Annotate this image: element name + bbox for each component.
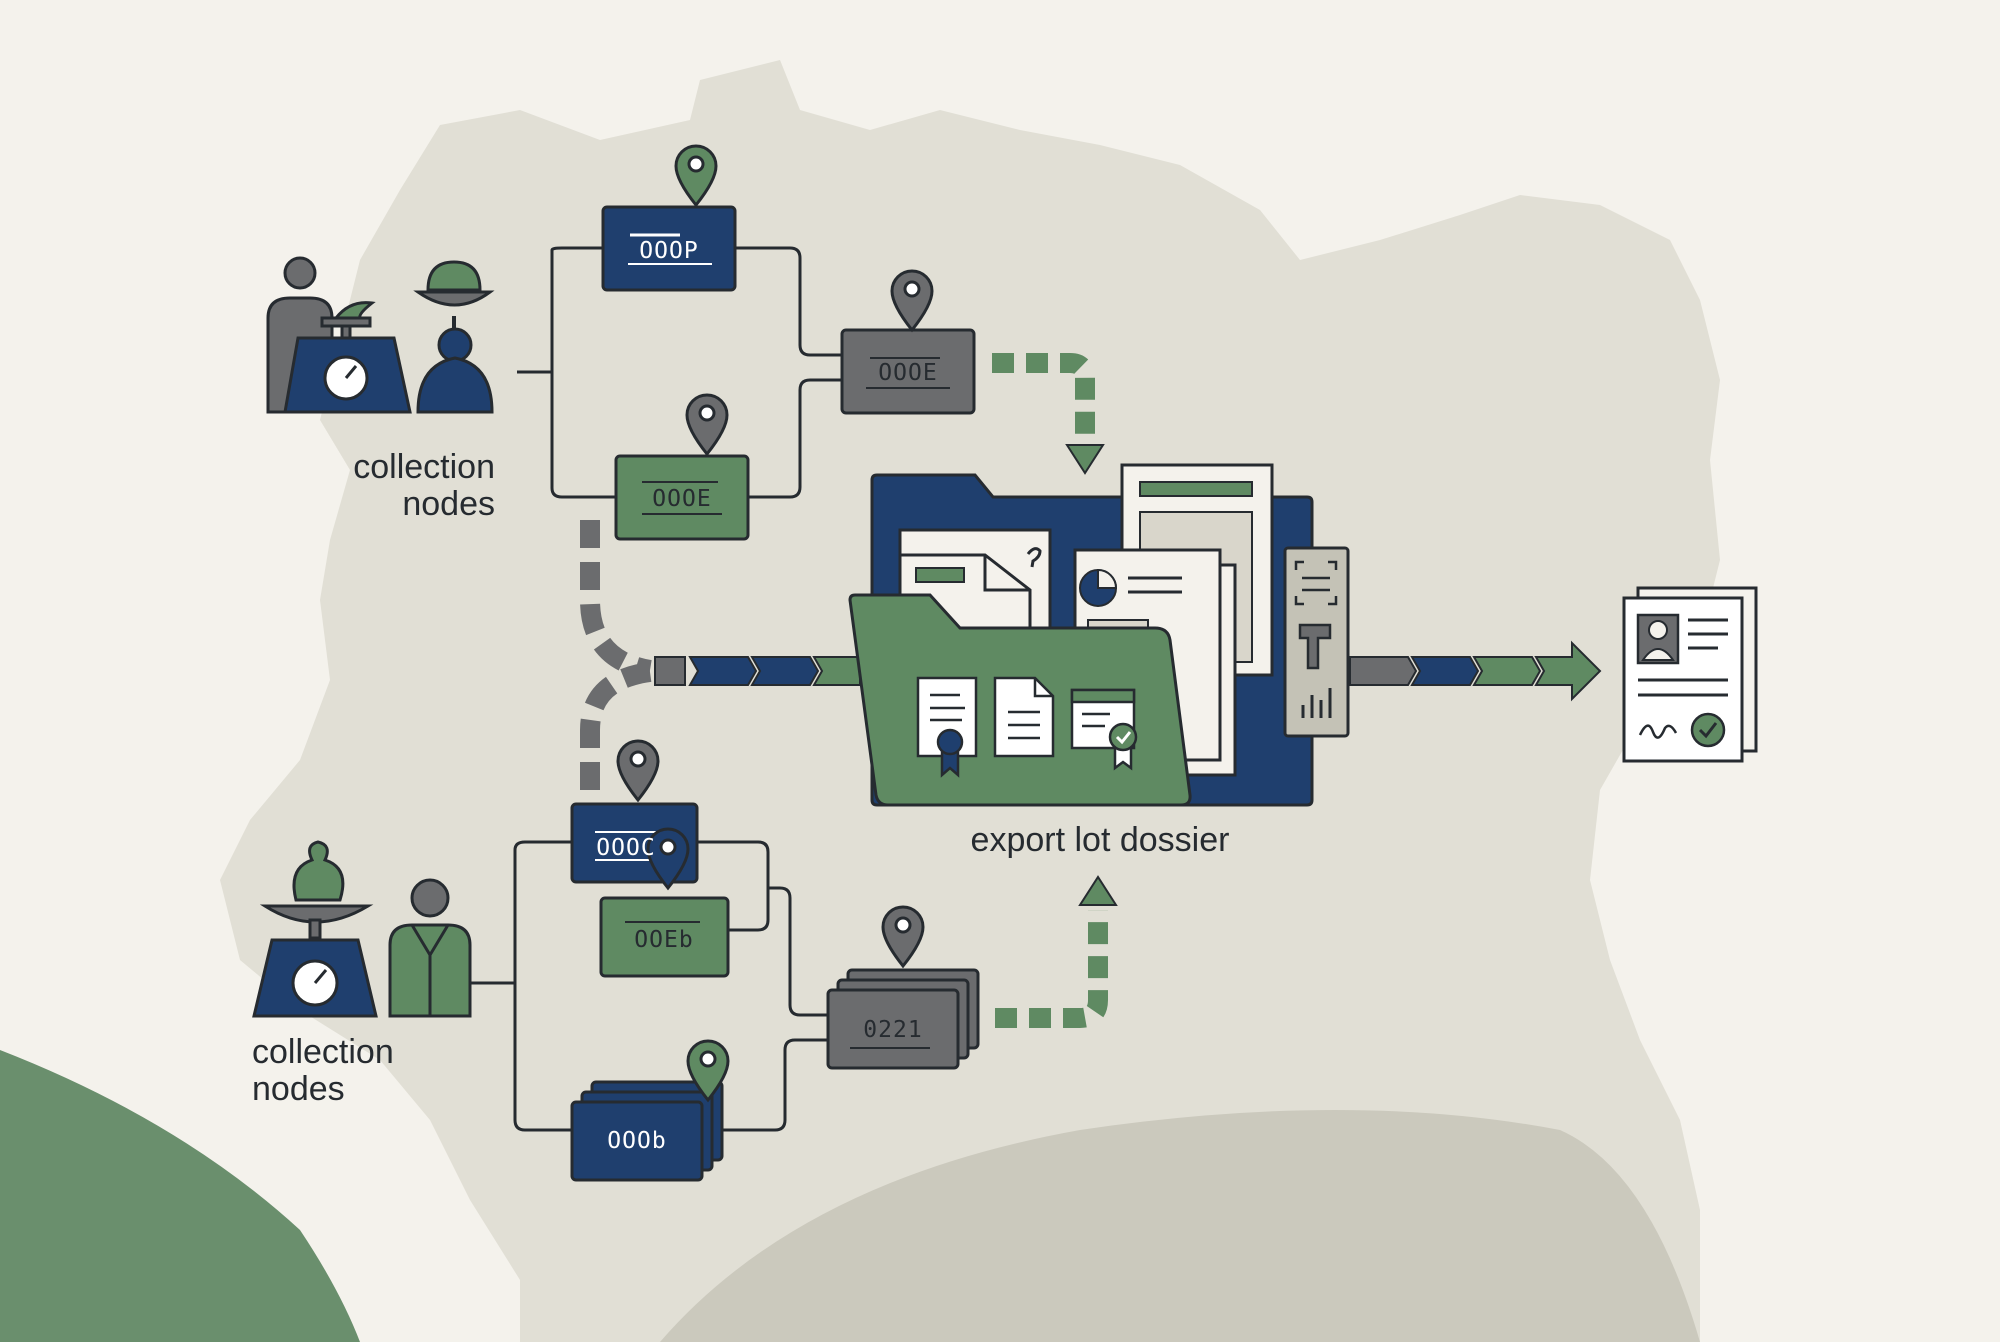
collection-nodes-label-top: collection nodes bbox=[353, 448, 495, 523]
barcode-scanner-icon bbox=[1283, 546, 1350, 738]
location-pin-icon bbox=[686, 1039, 730, 1103]
node-card-bottom-2 bbox=[599, 896, 730, 978]
map-hill bbox=[660, 1110, 1700, 1342]
weighing-scale-icon bbox=[252, 840, 378, 1018]
connector-top-2 bbox=[550, 372, 615, 499]
collection-group-bottom bbox=[252, 840, 472, 1018]
node-card-top-1 bbox=[601, 205, 737, 292]
map-background bbox=[0, 60, 1720, 1342]
collection-nodes-label-bottom: collection nodes bbox=[252, 1033, 394, 1108]
person-icon bbox=[388, 878, 472, 1018]
main-chain-flow bbox=[654, 640, 1602, 702]
document-icon bbox=[993, 676, 1055, 758]
node-code-bottom-2: OOEb bbox=[634, 927, 693, 953]
location-pin-icon bbox=[890, 269, 934, 333]
checkmark-icon bbox=[1690, 712, 1726, 748]
connector-top-4 bbox=[748, 378, 842, 499]
weighing-scale-icon bbox=[413, 260, 495, 330]
chain-link bbox=[688, 656, 758, 686]
location-pin-icon bbox=[616, 739, 660, 803]
connector-bottom-2 bbox=[513, 983, 572, 1132]
person-icon bbox=[416, 327, 494, 414]
node-code-bottom-3: OOOb bbox=[607, 1128, 666, 1154]
export-lot-dossier-label: export lot dossier bbox=[970, 821, 1230, 859]
collection-group-top bbox=[266, 256, 495, 414]
connector-bottom-1 bbox=[470, 840, 572, 985]
chain-link bbox=[1472, 656, 1542, 686]
node-card-top-merge bbox=[840, 328, 976, 415]
dashed-flows bbox=[580, 353, 1118, 1028]
connector-top-3 bbox=[735, 246, 842, 357]
location-pin-icon bbox=[881, 905, 925, 969]
arrow-down-icon bbox=[1065, 444, 1105, 475]
chain-link bbox=[654, 656, 686, 686]
flow-bottom-to-main bbox=[580, 662, 652, 790]
location-pin-icon bbox=[674, 144, 718, 208]
location-pin-icon bbox=[646, 827, 690, 891]
green-land-corner bbox=[0, 1050, 360, 1342]
pie-chart-icon bbox=[1079, 568, 1118, 607]
node-code-bottom-1: OOOC bbox=[596, 835, 655, 861]
node-code-top-2: OOOE bbox=[652, 486, 711, 512]
certificate-document-icon bbox=[1070, 688, 1138, 771]
chain-link bbox=[1349, 656, 1418, 686]
chain-link bbox=[812, 656, 861, 686]
node-codes: OOOP OOOE OOOE OOOC OOEb 0221 OOOb bbox=[596, 238, 937, 1154]
node-code-bottom-merge: 0221 bbox=[863, 1017, 922, 1043]
location-pins bbox=[616, 144, 934, 1103]
export-dossier bbox=[848, 463, 1314, 807]
node-card-top-2 bbox=[614, 454, 750, 541]
flow-merge-to-dossier-top bbox=[992, 353, 1095, 448]
arrow-up-icon bbox=[1078, 875, 1118, 906]
connector-bottom-4 bbox=[768, 886, 828, 1017]
connector-top-1 bbox=[517, 246, 602, 374]
flow-merge-to-dossier-bottom bbox=[995, 910, 1108, 1028]
node-cards-top bbox=[601, 205, 976, 541]
certificate-icon bbox=[916, 676, 978, 778]
node-card-bottom-3-stack bbox=[570, 1080, 724, 1182]
node-code-top-merge: OOOE bbox=[878, 360, 937, 386]
connector-lines bbox=[470, 246, 842, 1132]
node-card-bottom-merge-stack bbox=[826, 968, 980, 1070]
connector-bottom-3 bbox=[697, 840, 770, 932]
chain-link bbox=[1410, 656, 1480, 686]
output-certificate bbox=[1622, 586, 1758, 763]
chain-link bbox=[750, 656, 820, 686]
node-code-top-1: OOOP bbox=[639, 238, 698, 264]
weighing-scale-icon bbox=[283, 301, 412, 414]
arrow-right-icon bbox=[1534, 640, 1602, 702]
location-pin-icon bbox=[685, 393, 729, 457]
connector-bottom-5 bbox=[716, 1038, 828, 1132]
